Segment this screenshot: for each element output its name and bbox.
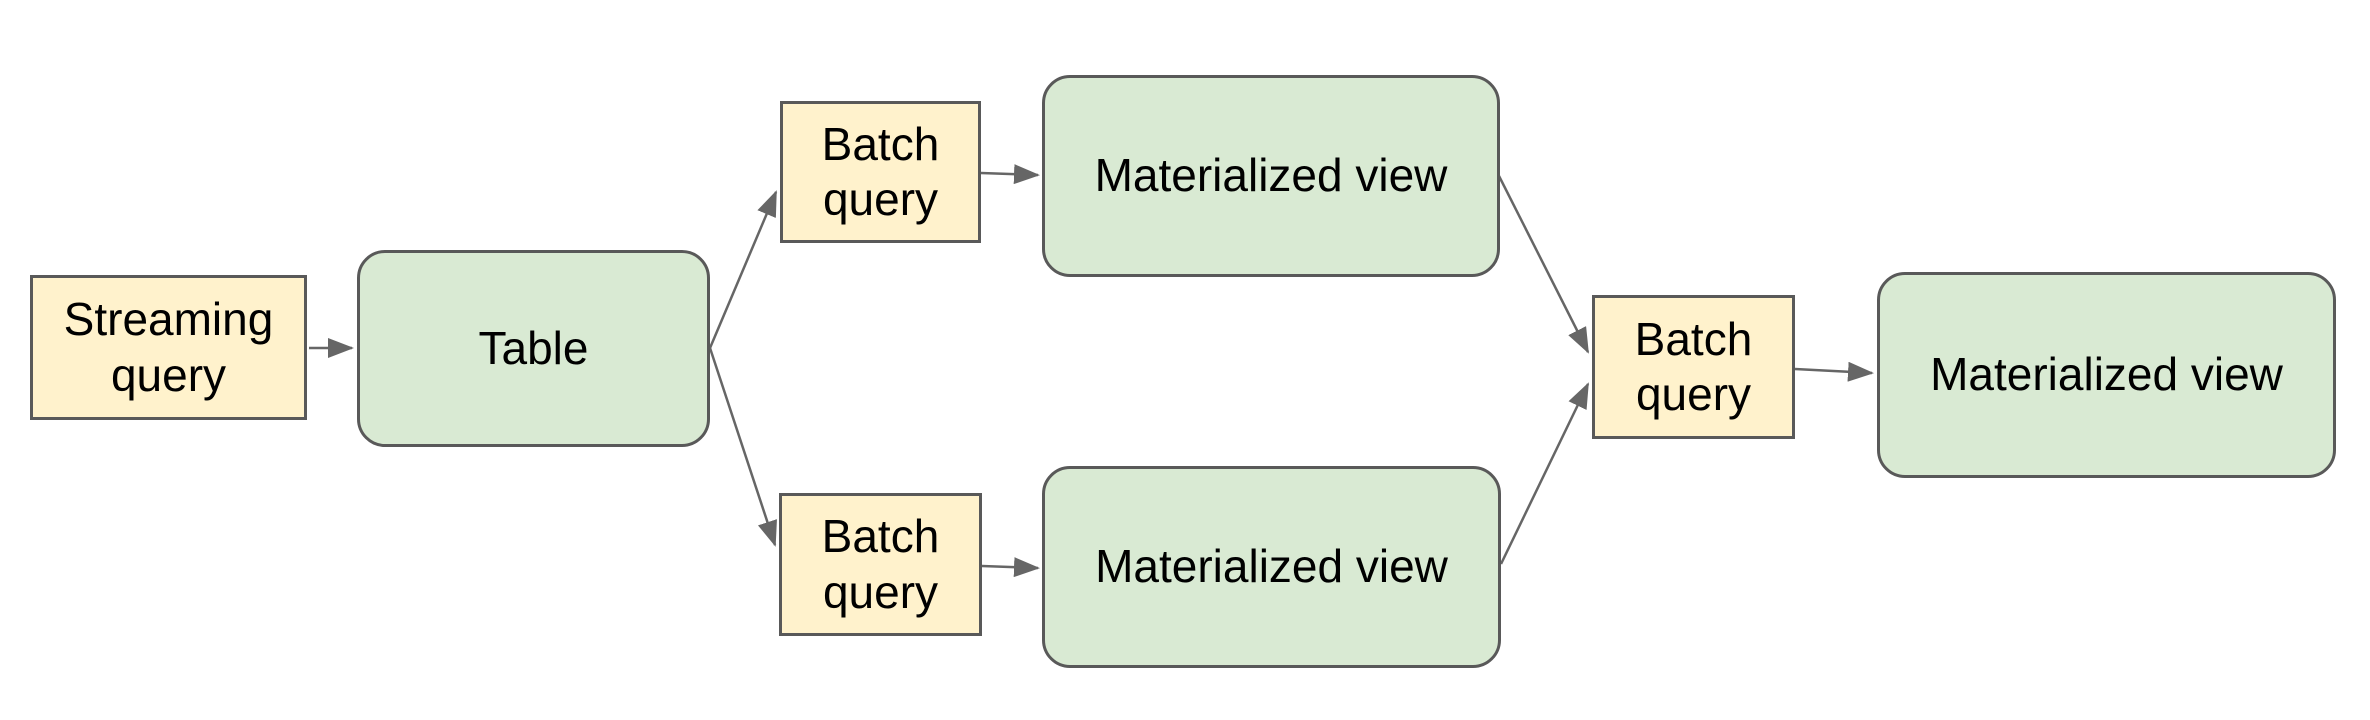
node-batch-query-bottom: Batch query [779, 493, 982, 636]
connector-batch-top-to-view-top [980, 164, 1040, 185]
connector-table-to-batch-bottom [708, 347, 777, 547]
materialized-view-top-label: Materialized view [1094, 149, 1448, 202]
node-materialized-view-bottom: Materialized view [1042, 466, 1501, 668]
node-materialized-view-right: Materialized view [1877, 272, 2336, 478]
connector-view-top-to-batch-right [1497, 175, 1590, 354]
batch-query-right-label: Batch query [1634, 312, 1753, 420]
node-batch-query-top: Batch query [780, 101, 981, 243]
node-table: Table [357, 250, 710, 447]
connector-table-to-batch-top [708, 190, 778, 349]
materialized-view-bottom-label: Materialized view [1095, 540, 1448, 593]
connector-batch-right-to-view-right [1794, 361, 1874, 382]
connector-batch-bottom-to-view-bottom [981, 557, 1040, 578]
node-materialized-view-top: Materialized view [1042, 75, 1500, 277]
batch-query-top-label: Batch query [821, 117, 940, 225]
table-label: Table [478, 321, 589, 374]
node-streaming-query: Streaming query [30, 275, 307, 420]
streaming-query-label: Streaming query [63, 293, 274, 401]
connector-view-bottom-to-batch-right [1499, 382, 1590, 565]
materialized-view-right-label: Materialized view [1930, 348, 2283, 401]
batch-query-bottom-label: Batch query [821, 510, 940, 618]
node-batch-query-right: Batch query [1592, 295, 1795, 439]
